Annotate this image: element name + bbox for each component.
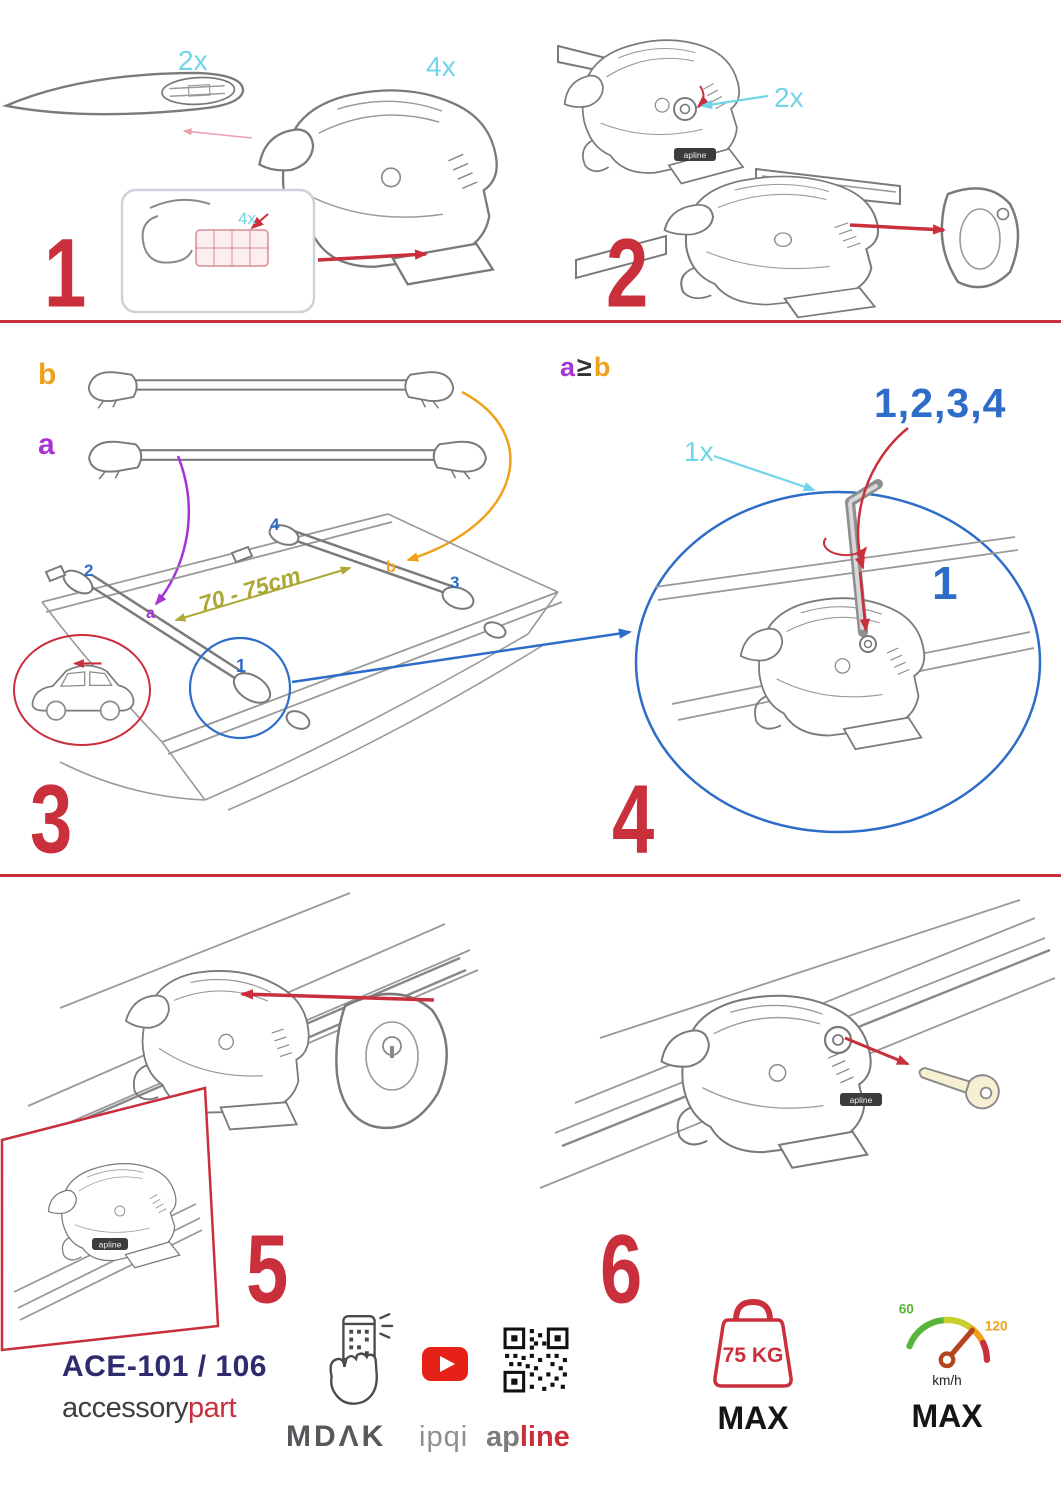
speed-low: 60 <box>899 1302 915 1317</box>
step2-illustration: apline 2x <box>557 32 1020 319</box>
step6-illustration: apline <box>540 899 1056 1189</box>
cover-piece-drawing <box>335 992 448 1130</box>
step5-number: 5 <box>246 1215 289 1325</box>
step3-number: 3 <box>30 765 73 875</box>
cover-close-arrow <box>240 989 435 1002</box>
tool-qty-arrow <box>713 454 816 492</box>
crossbar-drawing <box>3 68 246 122</box>
brand-sticker-text: apline <box>684 150 707 160</box>
tighten-arrow <box>858 571 871 632</box>
youtube-icon <box>422 1347 468 1381</box>
max-weight-icon: 75 KG <box>713 1298 793 1388</box>
detail-callout-arrow <box>291 628 632 684</box>
step3-step4-illustration: b a 70 - 75cm <box>13 358 1042 834</box>
roof-bar-b <box>287 529 461 598</box>
cond-a: a <box>560 352 576 382</box>
step1-number: 1 <box>44 219 87 329</box>
rotate-arrow <box>823 537 868 560</box>
apline-logo-second: line <box>519 1421 570 1453</box>
step2-lock-qty: 2x <box>774 82 804 113</box>
cond-op: ≥ <box>577 352 592 382</box>
endcap-assembly-drawing <box>575 175 1020 319</box>
apline-logo: apline <box>486 1421 570 1454</box>
detail-ellipse <box>634 490 1042 834</box>
brand-sticker-text: apline <box>99 1240 122 1250</box>
step1-foot-qty: 4x <box>426 51 456 82</box>
end-cap <box>940 187 1020 289</box>
span-text: 70 - 75cm <box>196 562 304 618</box>
scan-phone-icon <box>329 1313 394 1405</box>
mdak-logo: MDΛK <box>286 1420 387 1453</box>
crossbar-b-drawing <box>87 371 455 410</box>
crossbar-a-drawing <box>87 440 488 481</box>
max-weight-value: 75 KG <box>723 1344 784 1367</box>
brand-sticker <box>840 1093 882 1106</box>
speed-unit: km/h <box>932 1373 962 1388</box>
sequence-arrow <box>854 427 909 570</box>
step2-number: 2 <box>606 219 649 329</box>
bar-a-label: a <box>38 428 55 461</box>
step4-number: 4 <box>612 765 655 875</box>
roof-pos-1: 1 <box>236 656 246 676</box>
bar-pointer-line <box>182 128 253 139</box>
roof-plan-drawing: 70 - 75cm 2 4 b 3 a 1 <box>41 513 632 811</box>
pad-insert-arrow <box>250 213 269 230</box>
tool-qty: 1x <box>684 436 714 467</box>
foot-on-bar-drawing: apline <box>557 32 901 206</box>
endcap-arrow <box>849 223 946 235</box>
roof-pos-2: 2 <box>84 561 93 580</box>
roof-front-label: a <box>146 605 155 622</box>
brand-wordmark-first: accessory <box>62 1392 189 1424</box>
length-condition: a ≥ b <box>560 352 610 383</box>
product-code: ACE-101 / 106 <box>62 1350 267 1383</box>
qr-code <box>503 1327 569 1393</box>
roof-pos-4: 4 <box>270 515 280 534</box>
ipqi-logo: ipqi <box>419 1421 469 1453</box>
tighten-sequence: 1,2,3,4 <box>874 380 1007 426</box>
step1-illustration: 2x 4x 4x <box>3 45 498 314</box>
tighten-step-number: 1 <box>932 557 958 609</box>
step1-pad-qty: 4x <box>238 209 256 228</box>
speed-high: 120 <box>985 1318 1008 1333</box>
torque-detail-drawing <box>634 479 1042 834</box>
max-speed-icon: 60 120 km/h <box>899 1302 1008 1388</box>
bar-a-position-arrow <box>154 455 191 606</box>
lock-qty-arrow <box>700 94 769 110</box>
apline-logo-first: ap <box>486 1421 520 1453</box>
brand-sticker <box>92 1238 128 1250</box>
roof-pos-3: 3 <box>450 573 459 592</box>
step5-illustration: apline <box>0 892 479 1352</box>
step6-number: 6 <box>600 1215 643 1325</box>
foot-lock-drawing: apline <box>660 994 882 1169</box>
roof-bar-a <box>83 573 251 686</box>
brand-sticker <box>674 148 716 161</box>
bar-b-label: b <box>38 358 56 391</box>
pad-to-foot-arrow <box>317 249 428 262</box>
bar-b-position-arrow <box>406 390 512 562</box>
span-arrow <box>174 566 352 622</box>
closed-state-inset: apline <box>0 1086 220 1352</box>
brand-wordmark-second: part <box>188 1392 237 1424</box>
key-arrow <box>844 1036 910 1066</box>
max-weight-label: MAX <box>717 1400 789 1436</box>
lock-turn-arrow <box>696 85 710 109</box>
detail-callout-circle <box>188 636 292 740</box>
section-divider-2 <box>0 874 1061 877</box>
rubber-pad-inset: 4x <box>120 188 316 314</box>
cond-b: b <box>593 352 611 382</box>
key-drawing <box>913 1054 1005 1114</box>
car-inset <box>13 634 151 746</box>
brand-wordmark: accessorypart <box>62 1392 237 1425</box>
section-divider-1 <box>0 320 1061 323</box>
brand-sticker-text: apline <box>850 1095 873 1105</box>
roof-rear-label: b <box>386 559 396 576</box>
step1-bar-qty: 2x <box>178 45 208 76</box>
max-speed-label: MAX <box>911 1398 983 1434</box>
